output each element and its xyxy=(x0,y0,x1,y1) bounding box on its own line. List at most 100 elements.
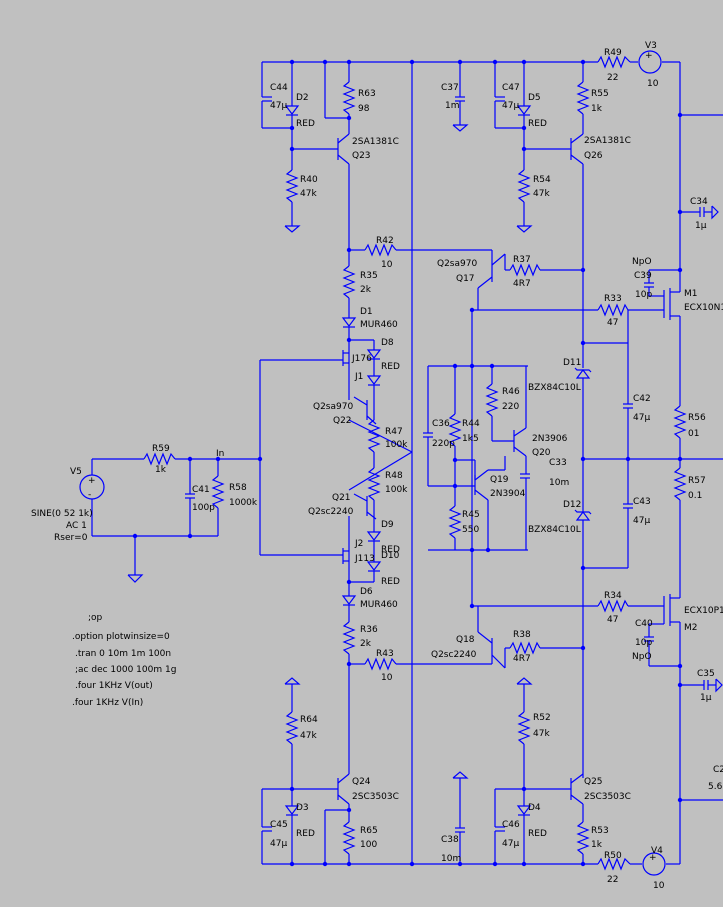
capacitor-c43 xyxy=(623,503,633,509)
transistor-q25 xyxy=(524,773,584,805)
diode-d2 xyxy=(284,105,300,116)
c40-value-label: 10p xyxy=(635,638,652,648)
directive-four-in: .four 1KHz V(In) xyxy=(72,698,143,708)
r44-value-label: 1k5 xyxy=(462,434,479,444)
resistor-r33 xyxy=(597,303,629,317)
r40-value-label: 47k xyxy=(300,189,317,199)
c35-ref-label: C35 xyxy=(697,669,715,679)
c42-ref-label: C42 xyxy=(633,394,651,404)
resistor-r57 xyxy=(673,467,687,501)
c41-value-label: 100p xyxy=(192,503,215,513)
d3-value-label: RED xyxy=(296,829,315,839)
svg-text:+: + xyxy=(645,51,653,61)
capacitor-c34 xyxy=(699,207,705,217)
junction-dots xyxy=(132,59,683,867)
d12-ref-label: D12 xyxy=(563,500,581,510)
d1-value-label: MUR460 xyxy=(360,320,398,330)
r58-value-label: 1000k xyxy=(229,498,258,508)
in-ref-label: In xyxy=(216,449,224,459)
top-rail xyxy=(262,61,723,280)
d8-value-label: RED xyxy=(381,362,400,372)
r44-ref-label: R44 xyxy=(462,419,480,429)
r59-value-label: 1k xyxy=(155,465,167,475)
j1-value-label: J1 xyxy=(354,372,363,382)
resistor-r55 xyxy=(576,81,590,115)
c34-value-label: 1µ xyxy=(695,221,707,231)
q18-ref-label: Q18 xyxy=(456,635,475,645)
j2-ref-label: J2 xyxy=(354,539,363,549)
transistor-q21 xyxy=(353,493,377,520)
r45-ref-label: R45 xyxy=(462,510,480,520)
resistor-r37 xyxy=(509,263,541,277)
r56-ref-label: R56 xyxy=(688,413,706,423)
capacitor-c39 xyxy=(644,282,654,288)
r33-value-label: 47 xyxy=(607,318,618,328)
mosfet-m1 xyxy=(628,288,680,320)
transistor-q19 xyxy=(474,469,489,501)
r65-ref-label: R65 xyxy=(360,826,378,836)
r50-ref-label: R50 xyxy=(604,851,622,861)
bottom-rail xyxy=(262,640,723,865)
d3-ref-label: D3 xyxy=(296,803,309,813)
c42-value-label: 47µ xyxy=(633,413,650,423)
q21-ref-label: Q21 xyxy=(332,493,351,503)
resistor-r43 xyxy=(364,657,397,671)
resistor-r56 xyxy=(673,405,687,439)
resistor-r64 xyxy=(285,711,299,745)
d2-ref-label: D2 xyxy=(296,93,309,103)
svg-text:+: + xyxy=(649,853,657,863)
resistor-r48 xyxy=(367,467,381,501)
d4-value-label: RED xyxy=(528,829,547,839)
d10-ref-label: D10 xyxy=(381,551,400,561)
component-labels: C4447µD2REDR63982SA1381CQ23R4047kC371mC4… xyxy=(70,41,723,891)
directive-ac: ;ac dec 1000 100m 1g xyxy=(75,665,176,675)
r50-value-label: 22 xyxy=(607,875,618,885)
resistor-r63 xyxy=(342,81,356,115)
transistor-q23 xyxy=(292,133,350,165)
r63-value-label: 98 xyxy=(358,104,370,114)
q24-value-label: 2SC3503C xyxy=(352,792,399,802)
j1-ref-label: J176 xyxy=(351,354,372,364)
c36-ref-label: C36 xyxy=(432,419,450,429)
c44-ref-label: C44 xyxy=(270,83,288,93)
c46-value-label: 47µ xyxy=(502,839,519,849)
m2-ref-label: ECX10P1 xyxy=(684,606,723,616)
mosfet-m2 xyxy=(628,594,680,626)
r48-value-label: 100k xyxy=(385,485,408,495)
c38-ref-label: C38 xyxy=(441,835,459,845)
capacitor-c44 xyxy=(262,96,272,102)
r34-value-label: 47 xyxy=(607,615,618,625)
q18-value-label: Q2sc2240 xyxy=(431,650,477,660)
d5-ref-label: D5 xyxy=(528,93,541,103)
c40-ref-label: C40 xyxy=(635,619,653,629)
v5-param-line1: SINE(0 52 1k) xyxy=(31,509,93,519)
r45-value-label: 550 xyxy=(462,525,479,535)
q24-ref-label: Q24 xyxy=(352,777,371,787)
resistor-r45 xyxy=(448,505,462,539)
r43-ref-label: R43 xyxy=(376,649,394,659)
d9-value-label: RED xyxy=(381,545,400,555)
capacitor-c38 xyxy=(455,827,465,833)
directive-tran: .tran 0 10m 1m 100n xyxy=(75,649,171,659)
c40n-ref-label: NpO xyxy=(632,652,652,662)
q19-ref-label: Q19 xyxy=(490,475,509,485)
wiring xyxy=(92,62,723,864)
d10-value-label: RED xyxy=(381,577,400,587)
c35-value-label: 1µ xyxy=(700,693,712,703)
c33-ref-label: C33 xyxy=(549,458,567,468)
r48-ref-label: R48 xyxy=(385,471,403,481)
c39-ref-label: NpO xyxy=(632,257,652,267)
v5-param-line3: Rser=0 xyxy=(54,533,88,543)
c37-value-label: 1m xyxy=(445,101,460,111)
c38-value-label: 10m xyxy=(441,854,461,864)
r36-value-label: 2k xyxy=(360,639,372,649)
c43-value-label: 47µ xyxy=(633,516,650,526)
v3-source-symbol: + xyxy=(638,50,662,74)
m2-value-label: M2 xyxy=(684,623,698,633)
capacitor-c42 xyxy=(623,403,633,409)
spice-directives: ;op .option plotwinsize=0 .tran 0 10m 1m… xyxy=(72,613,176,708)
d6-value-label: MUR460 xyxy=(360,600,398,610)
q22-ref-label: Q2sa970 xyxy=(313,402,353,412)
r42-ref-label: R42 xyxy=(376,236,394,246)
directive-op: ;op xyxy=(88,613,103,623)
